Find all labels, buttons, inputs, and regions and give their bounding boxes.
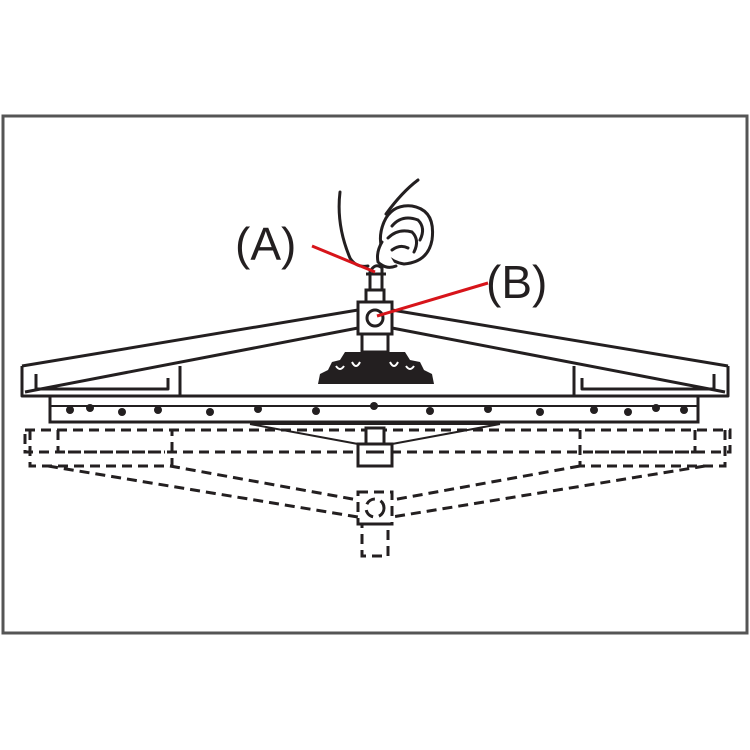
hand-icon	[337, 178, 435, 269]
rubber-bellows-waves	[335, 361, 415, 370]
base-bar	[48, 394, 700, 424]
callout-b-label: (B)	[486, 256, 547, 308]
leader-b	[376, 281, 489, 318]
callout-leaders	[311, 244, 489, 318]
callout-a-label: (A)	[235, 218, 296, 270]
lower-tension-lines	[249, 423, 501, 445]
leader-a	[311, 244, 376, 274]
swivel-hook-icon[interactable]	[366, 264, 386, 290]
rubber-bellows-icon	[318, 352, 434, 384]
lower-hub	[356, 426, 394, 468]
center-post	[356, 288, 394, 354]
diagram-frame	[1, 114, 749, 635]
adjust-knob-icon[interactable]	[365, 308, 385, 328]
